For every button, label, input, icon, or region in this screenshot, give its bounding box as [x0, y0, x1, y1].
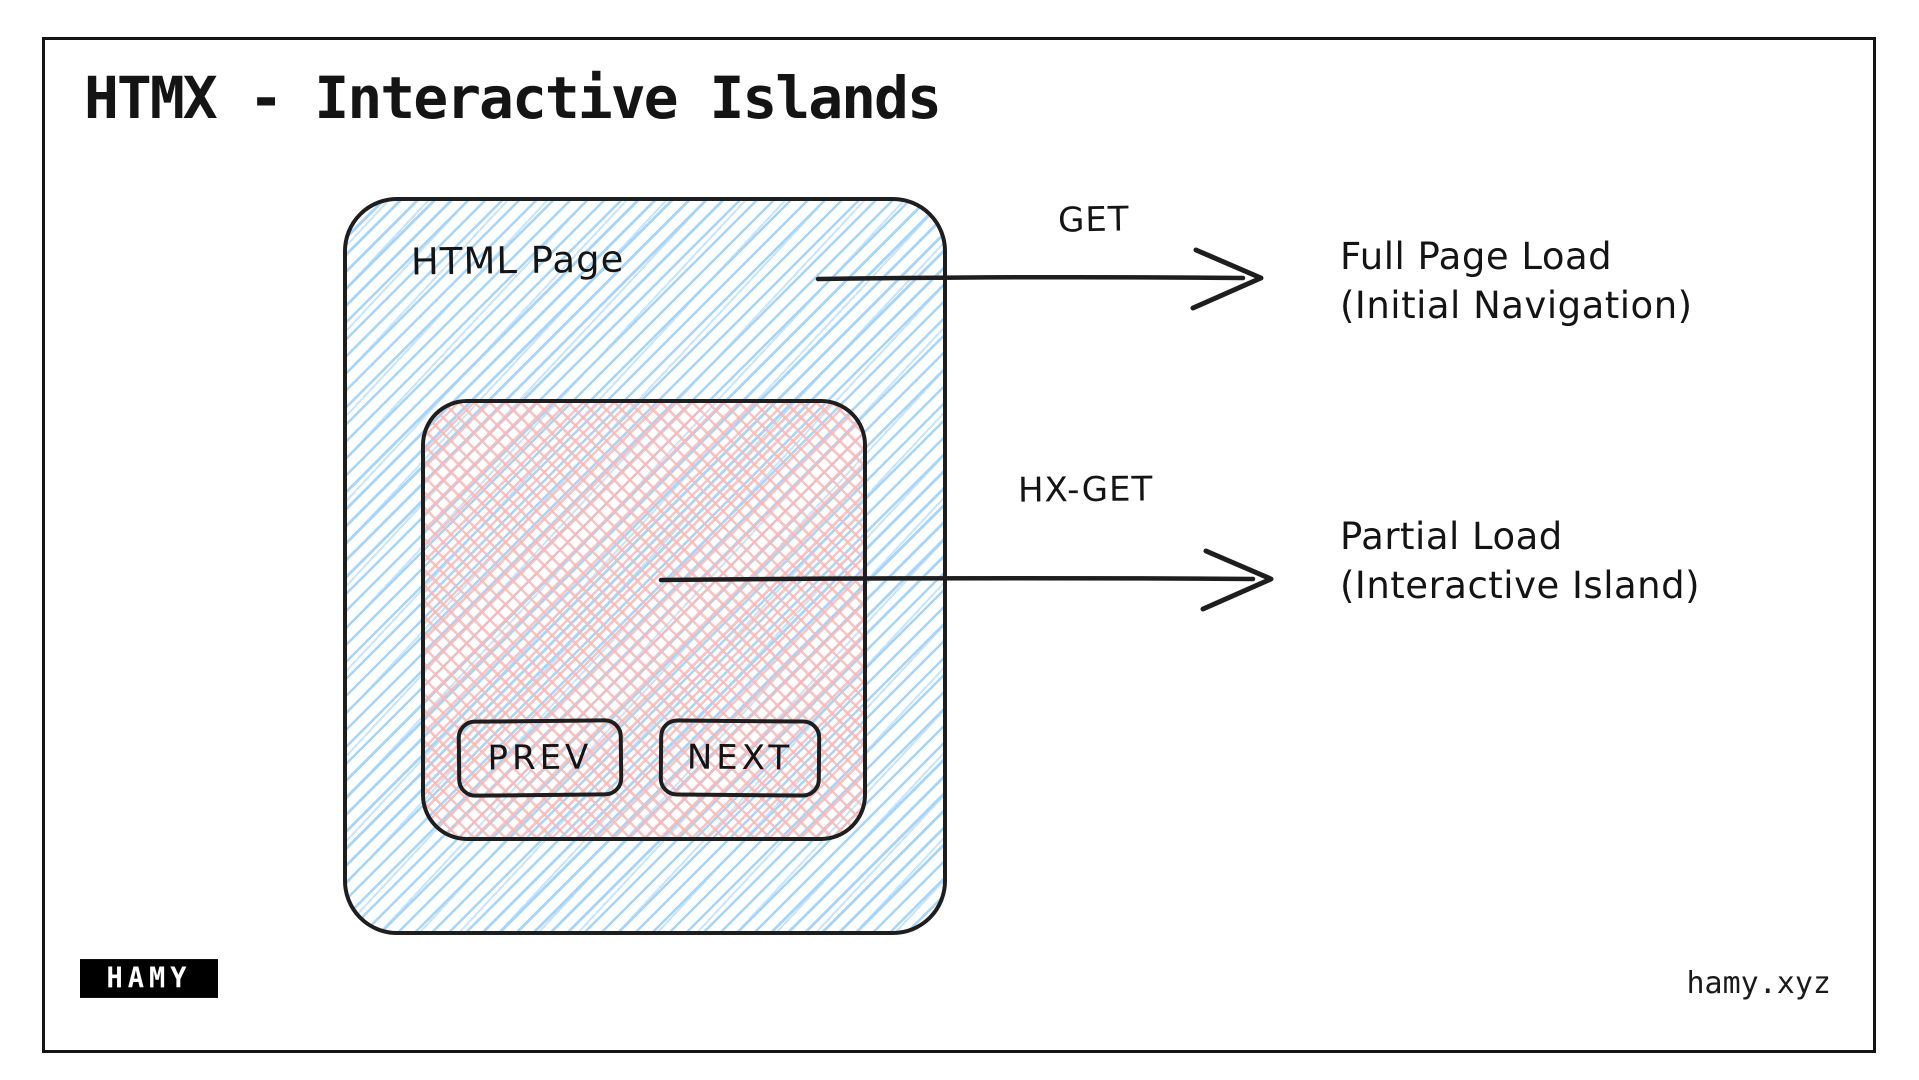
partial-load-label: Partial Load (Interactive Island): [1340, 512, 1700, 610]
partial-load-line1: Partial Load: [1340, 515, 1563, 558]
full-page-load-label: Full Page Load (Initial Navigation): [1340, 232, 1693, 330]
full-page-load-line2: (Initial Navigation): [1340, 284, 1693, 327]
html-page-box: HTML Page PREV NEXT: [343, 197, 947, 935]
full-page-load-line1: Full Page Load: [1340, 235, 1613, 278]
partial-load-line2: (Interactive Island): [1340, 564, 1701, 607]
hamy-logo: HAMY: [80, 959, 218, 998]
next-button[interactable]: NEXT: [658, 718, 822, 798]
html-page-label: HTML Page: [410, 237, 625, 284]
get-method-label: GET: [1057, 199, 1130, 241]
hx-get-method-label: HX-GET: [1017, 469, 1154, 511]
page-title: HTMX - Interactive Islands: [84, 64, 942, 132]
site-url: hamy.xyz: [1686, 966, 1832, 1001]
prev-button[interactable]: PREV: [456, 718, 624, 798]
interactive-island-box: PREV NEXT: [421, 399, 867, 841]
